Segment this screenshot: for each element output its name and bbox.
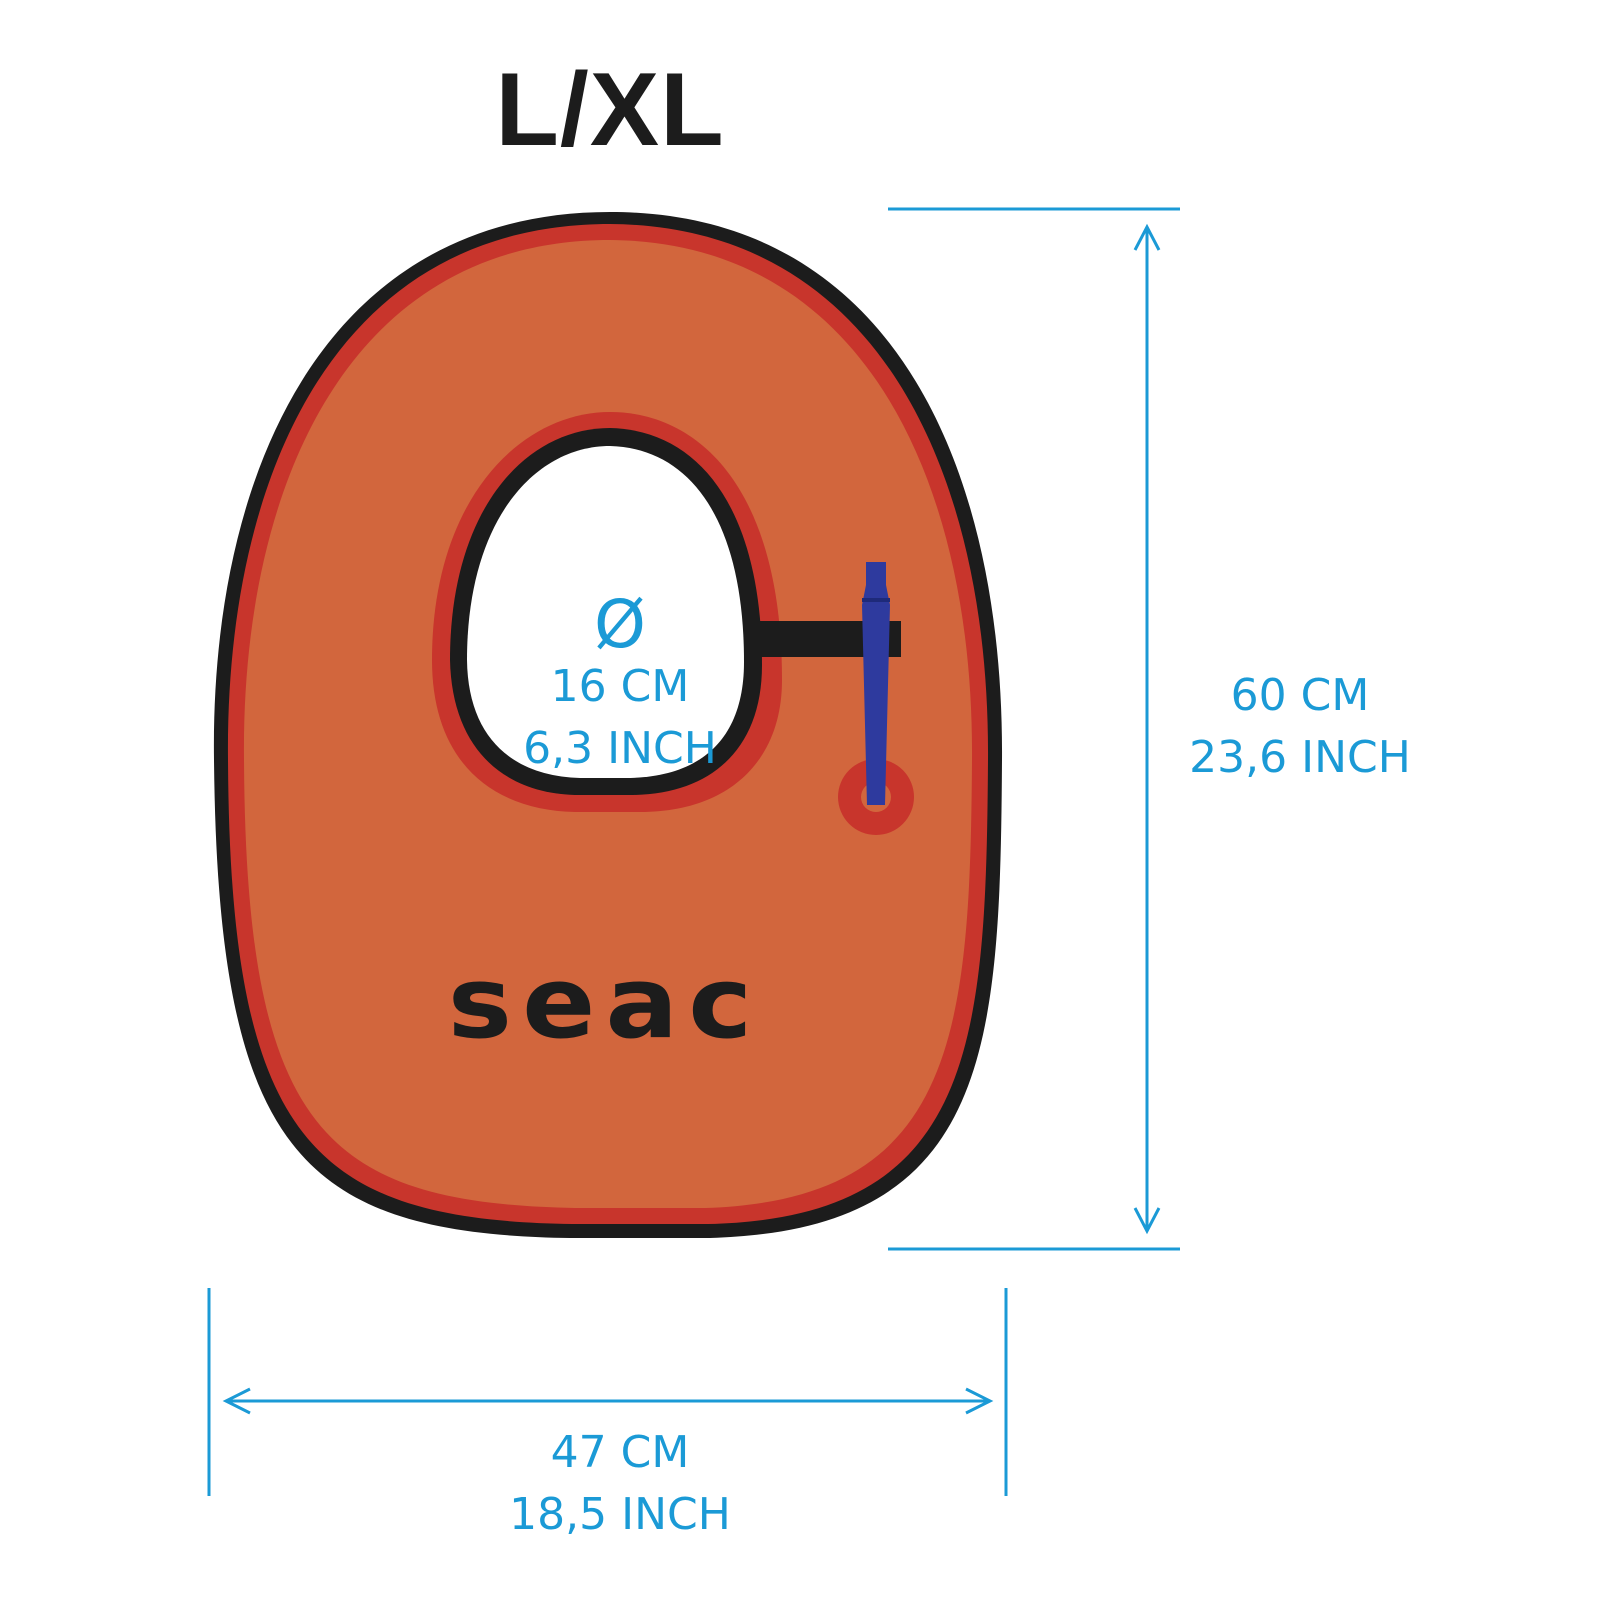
collar-body (213, 212, 1003, 1238)
valve-assembly (744, 562, 914, 835)
hole-diameter-inch: 6,3 INCH (523, 723, 717, 774)
height-label: 60 CM 23,6 INCH (1150, 665, 1450, 789)
hole-diameter-cm: 16 CM (550, 661, 690, 712)
brand-logo: seac (447, 946, 763, 1062)
width-label: 47 CM 18,5 INCH (470, 1422, 770, 1546)
hole-diameter-label: Ø 16 CM 6,3 INCH (470, 590, 770, 780)
size-title: L/XL (495, 52, 725, 168)
valve-tube (862, 562, 890, 805)
height-dimension (888, 207, 1180, 1251)
height-inch: 23,6 INCH (1189, 732, 1411, 783)
width-dimension (207, 1288, 1008, 1496)
neck-hole (432, 412, 782, 812)
width-inch: 18,5 INCH (509, 1489, 731, 1540)
height-cm: 60 CM (1230, 670, 1370, 721)
width-cm: 47 CM (550, 1427, 690, 1478)
diameter-symbol: Ø (594, 586, 646, 663)
